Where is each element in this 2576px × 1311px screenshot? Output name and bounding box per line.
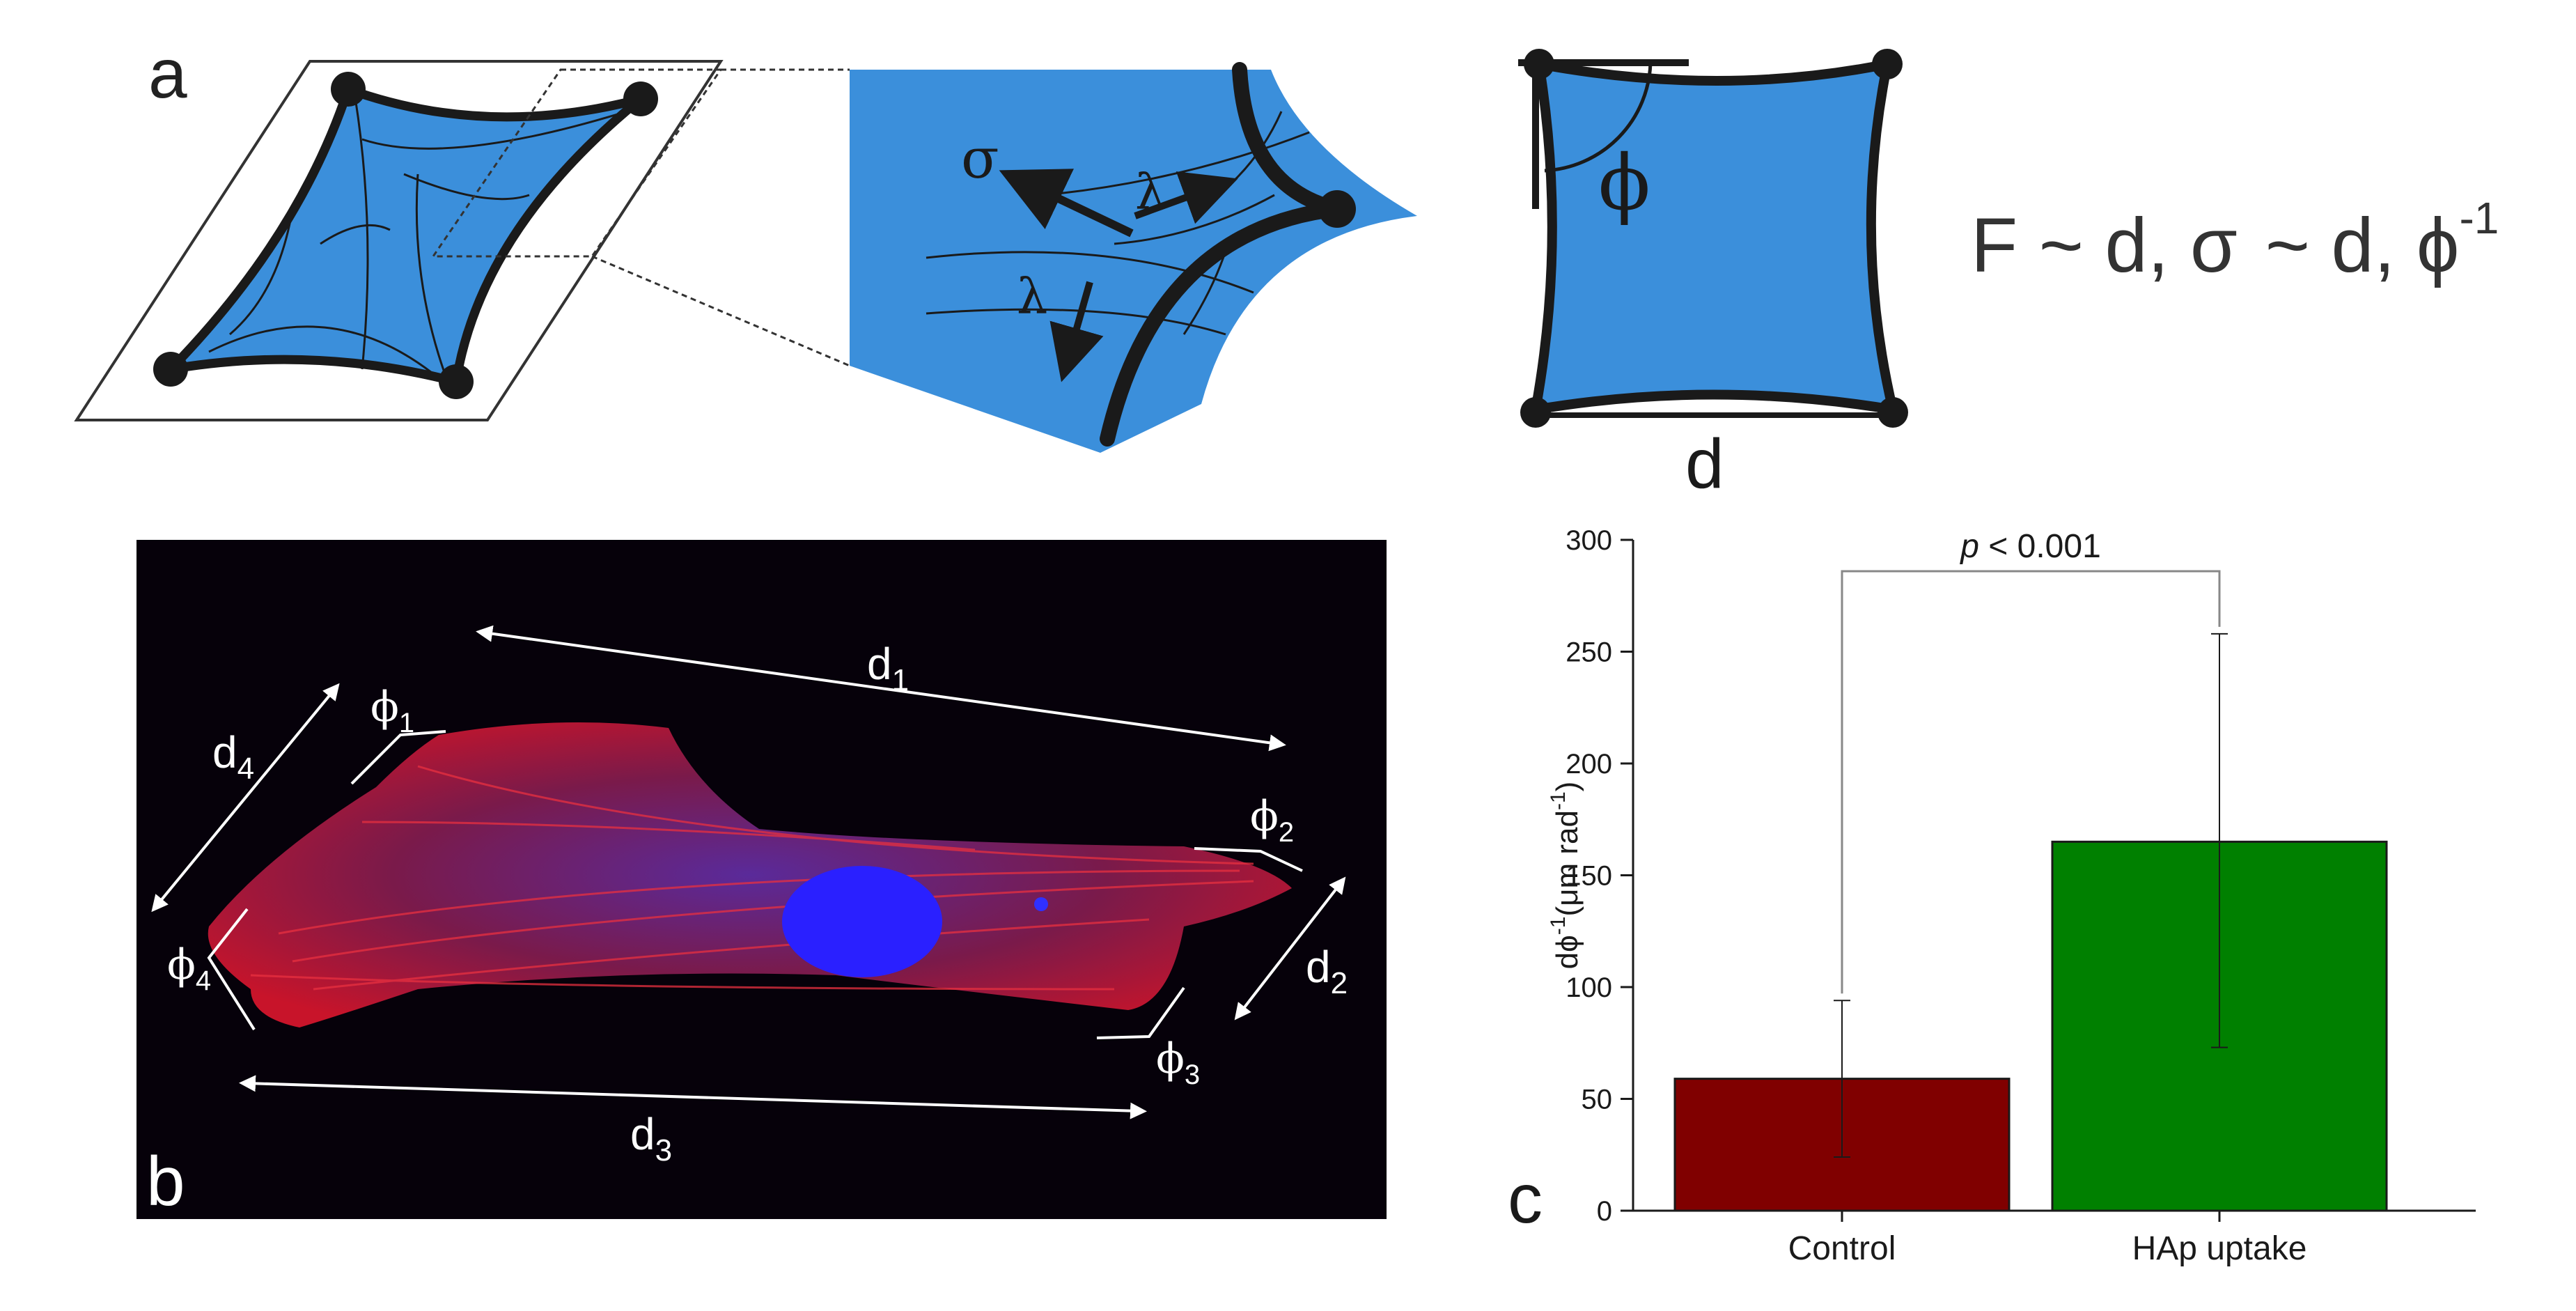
measurement-arrows: [151, 625, 1346, 1119]
y-tick-label: 200: [1566, 749, 1612, 779]
y-tick-label: 300: [1566, 525, 1612, 556]
zoomed-membrane: [850, 70, 1417, 453]
y-tick-label: 50: [1582, 1085, 1613, 1115]
angle-arc: [1544, 62, 1653, 173]
p-value-annotation: p < 0.001: [1959, 528, 2101, 565]
nucleus: [782, 866, 942, 977]
d4-arrow: [151, 683, 340, 913]
sigma-arrow: [999, 169, 1134, 238]
phi4-label: ϕ4: [167, 940, 211, 996]
lambda-arrow-lower: [1049, 281, 1104, 382]
nucleolus-spot: [1034, 897, 1048, 911]
phi2-label: ϕ2: [1250, 792, 1294, 848]
zoomed-adhesion: [1318, 190, 1356, 228]
panel-a-label: a: [148, 35, 187, 113]
d1-label: d1: [867, 639, 909, 697]
panel-b: d1 d2 d3 d4 ϕ1 ϕ2 ϕ3 ϕ4 b: [136, 540, 1387, 1220]
stress-fibers: [208, 97, 627, 377]
x-tick-label: Control: [1788, 1230, 1896, 1267]
zoom-indicator: [431, 68, 850, 367]
panel-a: a: [74, 35, 2499, 503]
focal-adhesions: [153, 72, 658, 399]
y-axis-label: dϕ-1(μm rad-1): [1547, 782, 1584, 970]
y-tick-label: 250: [1566, 637, 1612, 668]
d1-arrow: [476, 625, 1286, 752]
scaling-formula: F ~ d, σ~ d, ϕ-1: [1971, 193, 2499, 288]
angle-ticks: [207, 730, 1303, 1039]
d4-label: d4: [212, 727, 254, 786]
sigma-label: σ: [961, 126, 999, 191]
x-tick-label: HAp uptake: [2132, 1230, 2307, 1267]
y-tick-label: 100: [1566, 972, 1612, 1003]
phi3-label: ϕ3: [1156, 1034, 1200, 1090]
cell-body: [208, 722, 1292, 1027]
lambda-label-upper: λ: [1135, 164, 1166, 221]
actin-fibers: [250, 765, 1254, 991]
d2-arrow: [1234, 876, 1346, 1021]
cortical-actin-bundle: [1100, 62, 1339, 447]
d3-arrow: [239, 1075, 1147, 1119]
lambda-label-lower: λ: [1017, 268, 1047, 325]
lambda-arrow-upper: [1134, 171, 1238, 224]
y-tick-label: 0: [1597, 1196, 1612, 1227]
d-label: d: [1685, 425, 1724, 503]
d3-label: d3: [630, 1109, 672, 1168]
d2-label: d2: [1306, 942, 1348, 1000]
significance-bracket: [1841, 570, 2221, 994]
panel-b-label: b: [146, 1142, 185, 1220]
phi-label: ϕ: [1598, 138, 1650, 227]
square-cell: [1531, 59, 1898, 414]
panel-c-label: c: [1508, 1160, 1543, 1238]
y-tick-label: 150: [1566, 861, 1612, 892]
square-adhesions: [1520, 49, 1908, 428]
phi1-label: ϕ1: [370, 683, 414, 738]
